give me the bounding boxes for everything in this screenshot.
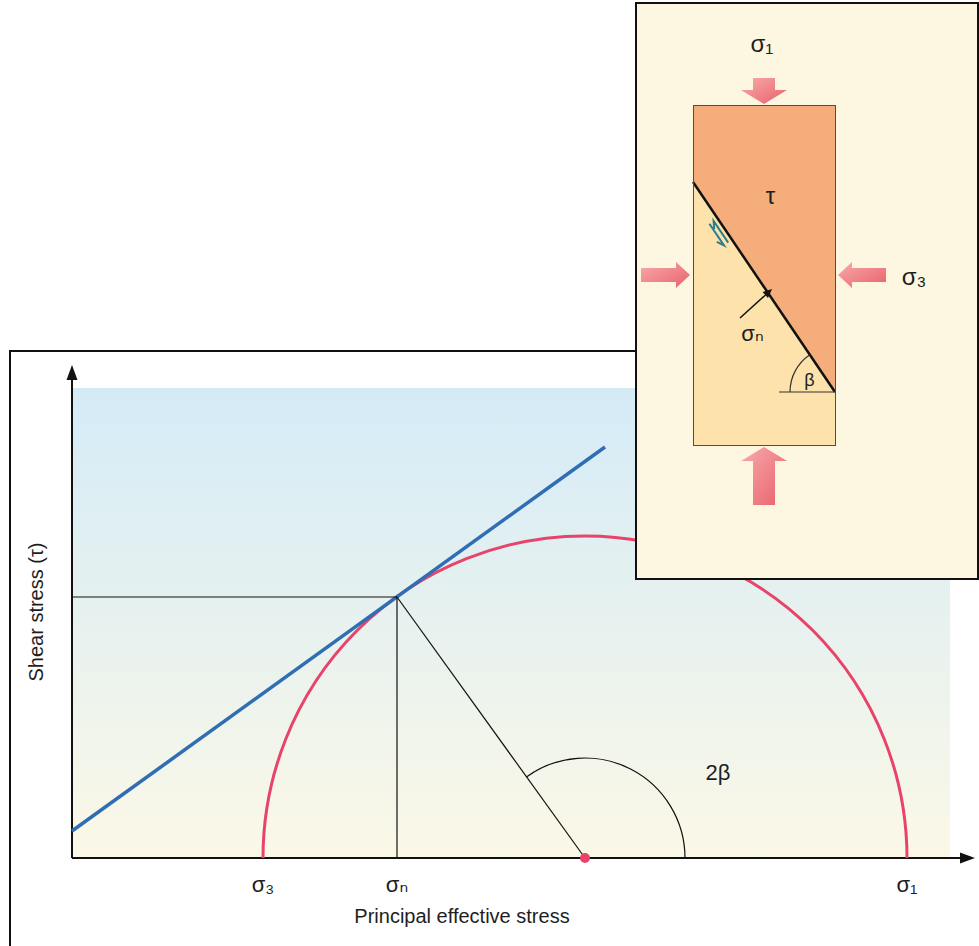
inset-panel: σ₁ σ₃ τ σₙ β (635, 2, 979, 580)
angle-label: β (804, 371, 814, 389)
axis-title: Principal effective stress (354, 906, 569, 926)
x-axis (72, 857, 962, 859)
specimen-lower (693, 105, 836, 446)
inset-ground (636, 3, 978, 579)
axis-title: Shear stress (τ) (26, 542, 46, 681)
fault-plane (693, 182, 835, 392)
stress-label: σ₃ (902, 265, 927, 289)
shear-arrow (709, 224, 724, 246)
specimen-upper (693, 105, 836, 392)
y-axis (71, 378, 73, 858)
axis-arrowhead (960, 853, 975, 864)
tick-label: σ₁ (896, 874, 917, 896)
mohr-circle (263, 536, 907, 858)
guide-line (72, 596, 397, 597)
stress-label: τ (766, 184, 775, 208)
normal-stress-arrow (740, 295, 766, 318)
load-arrow (741, 78, 787, 104)
rock-specimen: τ σₙ β (693, 105, 836, 446)
angle-arc (527, 758, 686, 858)
plot-panel: Shear stress (τ) σ₃ σₙ σ₁ Principal effectiv… (10, 350, 979, 946)
guide-line (396, 597, 397, 858)
tick-label: σₙ (386, 874, 408, 896)
reference-line (779, 391, 835, 392)
axis-arrowhead (67, 365, 78, 380)
radius-line (397, 597, 585, 858)
stress-label: σₙ (741, 323, 763, 345)
tick-label: σ₃ (252, 874, 275, 896)
load-arrow (838, 262, 886, 288)
stress-label: σ₁ (751, 32, 774, 56)
arrowhead (763, 289, 772, 298)
load-arrow (641, 262, 690, 288)
load-arrow (741, 447, 787, 505)
failure-envelope (72, 447, 605, 831)
angle-label: 2β (706, 762, 731, 784)
circle-centre (580, 853, 590, 863)
